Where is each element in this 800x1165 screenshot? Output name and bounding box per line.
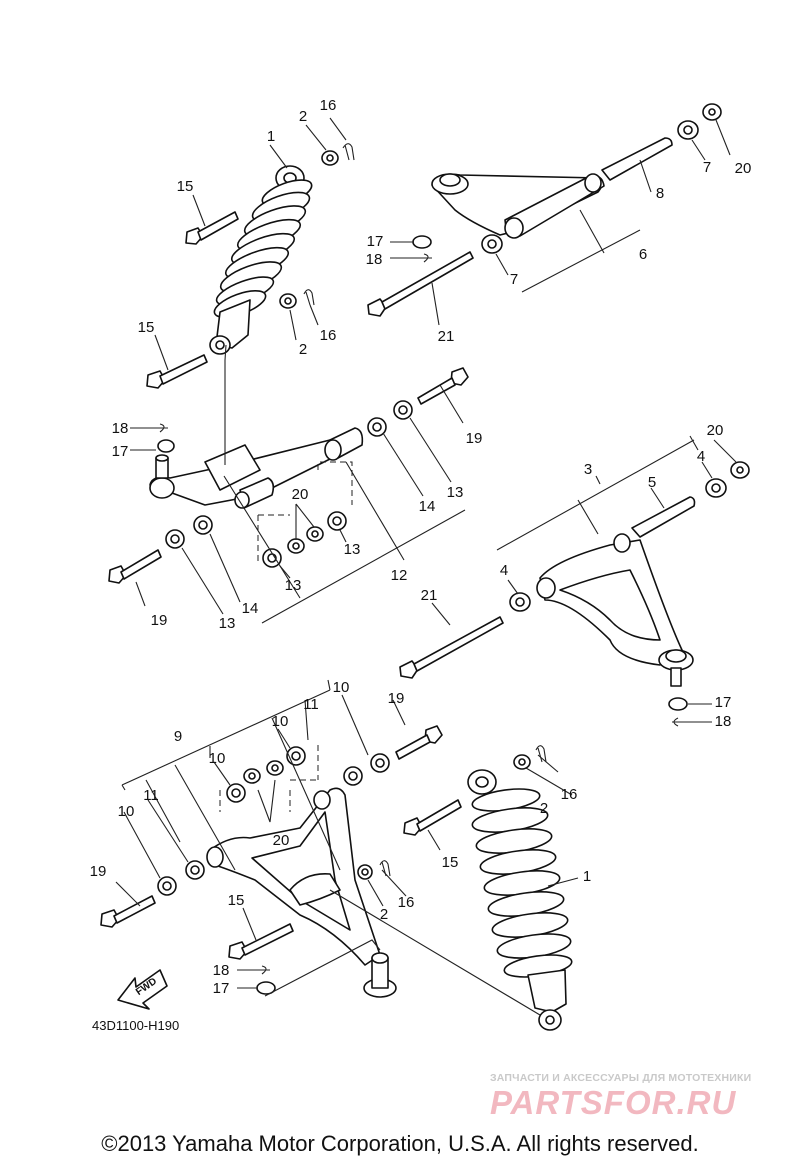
callout-10: 10 — [209, 750, 226, 767]
callout-13: 13 — [447, 484, 464, 501]
leader-lines — [115, 117, 737, 1016]
callout-7: 7 — [703, 159, 711, 176]
callout-5: 5 — [648, 474, 656, 491]
callout-15: 15 — [177, 178, 194, 195]
bolt-19-bottom-left — [100, 895, 156, 928]
bolt-19-mid-right — [417, 367, 469, 405]
callout-19: 19 — [388, 690, 405, 707]
callout-20: 20 — [735, 160, 752, 177]
callout-11: 11 — [143, 787, 159, 804]
callout-13: 13 — [219, 615, 236, 632]
callout-10: 10 — [272, 713, 289, 730]
upper-arm-assembly-6 — [431, 103, 722, 254]
callout-20: 20 — [707, 422, 724, 439]
callout-21: 21 — [421, 587, 438, 604]
callout-19: 19 — [466, 430, 483, 447]
upper-arm-assembly-12 — [148, 400, 413, 568]
watermark-logo: PARTSFOR.RU — [490, 1084, 737, 1121]
lower-arm-assembly-9 — [157, 746, 397, 998]
bolt-19-mid-left — [108, 549, 162, 584]
callout-1: 1 — [267, 128, 275, 145]
callout-16: 16 — [398, 894, 415, 911]
callout-14: 14 — [419, 498, 436, 515]
callout-20: 20 — [292, 486, 309, 503]
callout-2: 2 — [380, 906, 388, 923]
callout-10: 10 — [333, 679, 350, 696]
callout-labels: 1 2 16 15 15 2 16 20 7 8 17 18 7 6 21 18… — [90, 97, 752, 997]
bolt-15-top — [185, 211, 239, 245]
callout-15: 15 — [228, 892, 245, 909]
callout-18: 18 — [213, 962, 230, 979]
callout-16: 16 — [320, 97, 337, 114]
callout-18: 18 — [112, 420, 129, 437]
callout-6: 6 — [639, 246, 647, 263]
callout-12: 12 — [391, 567, 408, 584]
arm-assembly-3 — [509, 461, 750, 727]
diagram-code: 43D1100-H190 — [92, 1018, 180, 1033]
callout-20: 20 — [273, 832, 290, 849]
shock-absorber-lower-right — [467, 745, 573, 1031]
callout-19: 19 — [151, 612, 168, 629]
callout-17: 17 — [715, 694, 732, 711]
callout-13: 13 — [285, 577, 302, 594]
nut-2-top — [321, 143, 355, 166]
callout-21: 21 — [438, 328, 455, 345]
callout-18: 18 — [715, 713, 732, 730]
shock-absorber-upper-left — [209, 165, 313, 355]
callout-2: 2 — [299, 341, 307, 358]
bolt-21-mid — [399, 616, 504, 679]
callout-7: 7 — [510, 271, 518, 288]
callout-17: 17 — [213, 980, 230, 997]
callout-2: 2 — [299, 108, 307, 125]
callout-11: 11 — [303, 696, 319, 713]
copyright-notice: ©2013 Yamaha Motor Corporation, U.S.A. A… — [101, 1131, 699, 1156]
bolt-19-bottom-right — [395, 725, 443, 760]
callout-3: 3 — [584, 461, 592, 478]
nut-17-top — [390, 235, 432, 263]
bolt-15-bottom — [228, 923, 294, 960]
callout-17: 17 — [367, 233, 384, 250]
bolt-15-mid — [146, 354, 208, 389]
callout-9: 9 — [174, 728, 182, 745]
callout-13: 13 — [344, 541, 361, 558]
bolt-21-top — [367, 251, 474, 317]
bolt-15-bottom-right — [403, 799, 462, 836]
callout-15: 15 — [442, 854, 459, 871]
callout-18: 18 — [366, 251, 383, 268]
callout-17: 17 — [112, 443, 129, 460]
callout-4: 4 — [697, 448, 705, 465]
callout-2: 2 — [540, 800, 548, 817]
callout-16: 16 — [320, 327, 337, 344]
callout-14: 14 — [242, 600, 259, 617]
callout-15: 15 — [138, 319, 155, 336]
callout-8: 8 — [656, 185, 664, 202]
nut-2-mid — [279, 289, 315, 309]
callout-16: 16 — [561, 786, 578, 803]
callout-1: 1 — [583, 868, 591, 885]
callout-10: 10 — [118, 803, 135, 820]
callout-4: 4 — [500, 562, 508, 579]
watermark-subtitle: ЗАПЧАСТИ И АКСЕССУАРЫ ДЛЯ МОТОТЕХНИКИ — [490, 1072, 752, 1084]
fwd-arrow-icon: FWD — [117, 969, 168, 1010]
callout-19: 19 — [90, 863, 107, 880]
